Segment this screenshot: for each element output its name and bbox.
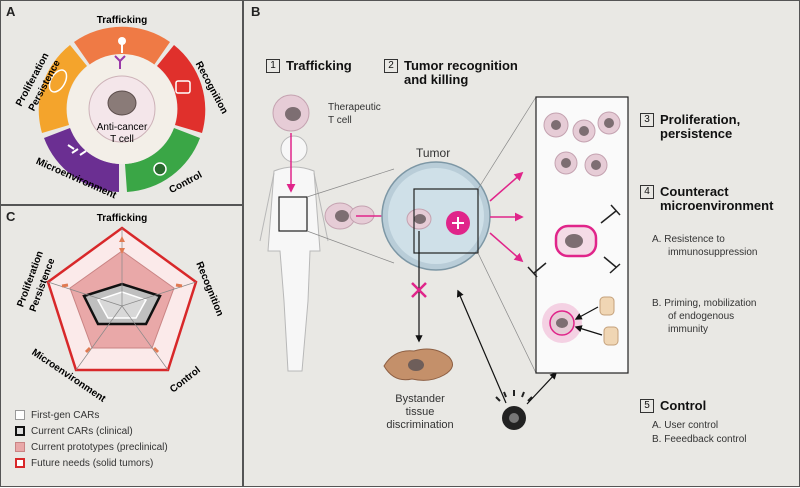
panel-a: A Trafficking Recognition Control Microe…: [0, 0, 243, 205]
center-line1: Anti-cancer: [97, 122, 148, 133]
legend-swatch: [15, 426, 25, 436]
radar-chart: Trafficking Recognition Control Microenv…: [15, 213, 225, 405]
segment-control: [125, 128, 200, 192]
control-b-text: B. Feeedback control: [652, 434, 747, 445]
legend-item-first-gen: First-gen CARs: [15, 407, 168, 423]
mechanism-diagram: [259, 94, 629, 430]
segment-recognition: [157, 45, 206, 133]
control-device-icon: [495, 390, 533, 430]
therapeutic-t-cell: [272, 94, 310, 132]
segment-proliferation: [38, 45, 87, 133]
legend-swatch: [15, 442, 25, 452]
legend-item-prototypes: Current prototypes (preclinical): [15, 439, 168, 455]
panel-b-label: B: [251, 4, 261, 19]
panel-c: C Trafficking Recognition Control Microe…: [0, 205, 243, 487]
human-silhouette: [259, 135, 329, 372]
zoom-box-tumor: [413, 188, 479, 254]
priming-t-cell: [542, 296, 619, 346]
ring-diagram: Trafficking Recognition Control Microenv…: [14, 15, 230, 202]
tumor-circle: [381, 161, 491, 271]
panel-a-label: A: [6, 4, 16, 19]
control-a-text: A. User control: [652, 420, 719, 431]
migrating-t-cell: [324, 202, 375, 230]
radar-label-recognition: Recognition: [193, 260, 225, 318]
center-line2: T cell: [110, 134, 134, 145]
panel-c-label: C: [6, 209, 16, 224]
zoom-box-body: [278, 196, 308, 232]
panel-b: B: [243, 0, 800, 487]
legend-item-current-cars: Current CARs (clinical): [15, 423, 168, 439]
label-trafficking: Trafficking: [97, 15, 148, 26]
radar-label-trafficking: Trafficking: [97, 213, 148, 224]
radar-label-control: Control: [168, 365, 203, 396]
bystander-cell: [383, 348, 454, 381]
blocked-x-icon: [411, 282, 427, 298]
segment-microenvironment: [44, 128, 119, 192]
legend-swatch: [15, 410, 25, 420]
radar-legend: First-gen CARs Current CARs (clinical) C…: [15, 407, 168, 471]
tumor-label: Tumor: [416, 146, 451, 160]
legend-item-future-needs: Future needs (solid tumors): [15, 455, 168, 471]
resistant-t-cell: [554, 224, 598, 258]
legend-swatch: [15, 458, 25, 468]
